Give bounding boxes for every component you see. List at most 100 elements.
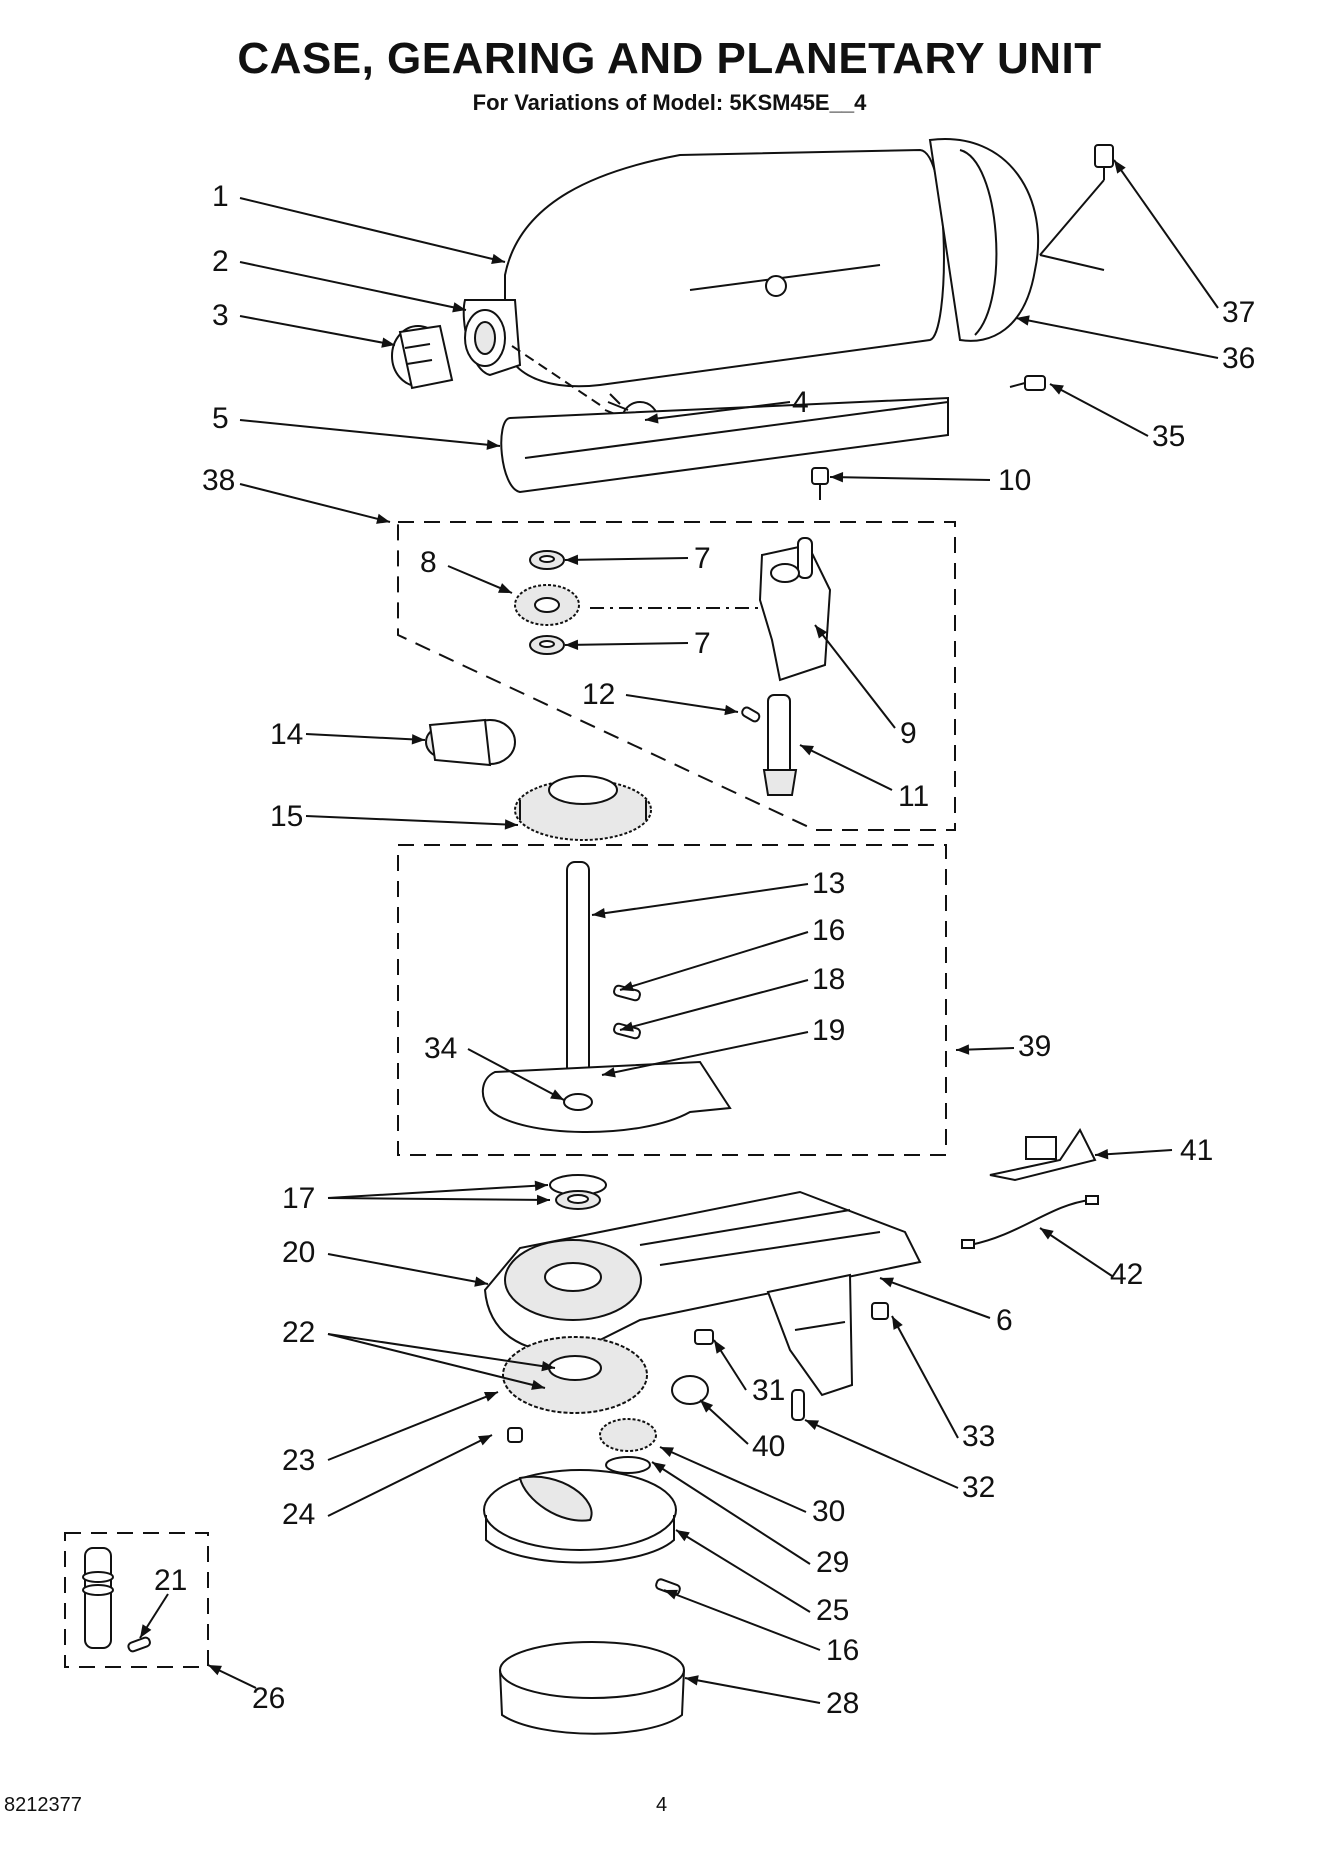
leader-line bbox=[684, 1677, 821, 1704]
leader-arrowhead bbox=[685, 1675, 699, 1686]
gear-case bbox=[483, 1190, 922, 1353]
leader-line bbox=[879, 1277, 991, 1319]
leader-lines bbox=[139, 159, 1219, 1704]
o-rings bbox=[549, 1174, 607, 1210]
callout-10: 10 bbox=[998, 464, 1031, 497]
callout-21: 21 bbox=[154, 1564, 187, 1597]
leader-line bbox=[619, 979, 809, 1031]
gasket bbox=[481, 1060, 732, 1134]
worm-gear bbox=[514, 584, 580, 626]
callout-31: 31 bbox=[752, 1374, 785, 1407]
callout-16-upper: 16 bbox=[812, 914, 845, 947]
callout-11: 11 bbox=[898, 780, 929, 813]
leader-arrowhead bbox=[534, 1180, 548, 1191]
leader-line bbox=[625, 694, 739, 713]
leader-arrowhead bbox=[602, 1067, 616, 1078]
leader-arrowhead bbox=[880, 1277, 894, 1288]
bevel-gear bbox=[514, 775, 652, 841]
leader-line bbox=[467, 1048, 565, 1101]
leader-arrowhead bbox=[1040, 1228, 1054, 1240]
callout-20: 20 bbox=[282, 1236, 315, 1269]
callout-4: 4 bbox=[792, 386, 809, 419]
callout-23: 23 bbox=[282, 1444, 315, 1477]
wire-harness bbox=[961, 1195, 1099, 1249]
callout-28: 28 bbox=[826, 1687, 859, 1720]
thrust-washer bbox=[529, 550, 565, 655]
leader-arrowhead bbox=[411, 734, 425, 745]
leader-arrowhead bbox=[700, 1400, 714, 1413]
worm-gear-shaft bbox=[762, 694, 798, 796]
shaft-pins bbox=[613, 984, 641, 1040]
leader-line bbox=[651, 1461, 811, 1565]
leader-line bbox=[675, 1529, 811, 1613]
leader-arrowhead bbox=[531, 1379, 545, 1390]
leader-arrowhead bbox=[498, 583, 512, 593]
callout-25: 25 bbox=[816, 1594, 849, 1627]
callout-36: 36 bbox=[1222, 342, 1255, 375]
leader-arrowhead bbox=[486, 439, 500, 450]
callout-34: 34 bbox=[424, 1032, 457, 1065]
ring-gear bbox=[502, 1336, 648, 1414]
motor-housing-case bbox=[462, 138, 1040, 388]
drive-pin bbox=[791, 1389, 805, 1421]
speed-control bbox=[989, 1128, 1097, 1182]
callout-8: 8 bbox=[420, 546, 437, 579]
beater-shaft bbox=[82, 1547, 151, 1653]
leader-line bbox=[829, 476, 991, 481]
leader-line bbox=[239, 419, 501, 447]
callout-30: 30 bbox=[812, 1495, 845, 1528]
leader-arrowhead bbox=[376, 513, 390, 524]
leader-arrowhead bbox=[592, 908, 606, 919]
leader-arrowhead bbox=[208, 1665, 222, 1676]
hub-cap bbox=[391, 324, 454, 390]
leader-arrowhead bbox=[550, 1089, 564, 1100]
planetary-gear bbox=[599, 1418, 657, 1474]
leader-line bbox=[305, 733, 426, 741]
leader-arrowhead bbox=[1016, 315, 1030, 326]
leader-line bbox=[327, 1197, 551, 1201]
callout-24: 24 bbox=[282, 1498, 315, 1531]
leader-arrowhead bbox=[956, 1044, 970, 1055]
leader-line bbox=[327, 1333, 556, 1369]
leader-arrowhead bbox=[660, 1447, 674, 1458]
leader-arrowhead bbox=[664, 1589, 678, 1600]
document-number: 8212377 bbox=[4, 1794, 82, 1816]
bracket-screw bbox=[811, 467, 829, 500]
callout-41: 41 bbox=[1180, 1134, 1213, 1167]
callout-35: 35 bbox=[1152, 420, 1185, 453]
callout-2: 2 bbox=[212, 245, 229, 278]
callout-19: 19 bbox=[812, 1014, 845, 1047]
end-cap-screw bbox=[1094, 144, 1114, 180]
leader-arrowhead bbox=[140, 1624, 152, 1638]
leader-line bbox=[239, 315, 396, 346]
leader-line bbox=[891, 1315, 959, 1439]
leader-line bbox=[1039, 1227, 1113, 1277]
planetary-shaft bbox=[566, 861, 590, 1078]
leader-line bbox=[327, 1333, 546, 1389]
leader-arrowhead bbox=[504, 819, 518, 830]
leader-line bbox=[327, 1434, 493, 1517]
leader-line bbox=[814, 624, 896, 729]
leader-line bbox=[564, 557, 689, 561]
leader-arrowhead bbox=[800, 745, 814, 756]
trim-band bbox=[500, 396, 949, 494]
leader-arrowhead bbox=[652, 1462, 666, 1474]
callout-18: 18 bbox=[812, 963, 845, 996]
leader-line bbox=[239, 261, 467, 311]
diagram-title: CASE, GEARING AND PLANETARY UNIT bbox=[237, 34, 1102, 83]
leader-arrowhead bbox=[565, 554, 579, 565]
gear-case-assembly-outline bbox=[397, 521, 956, 831]
planetary-unit bbox=[483, 1469, 677, 1564]
callout-9: 9 bbox=[900, 717, 917, 750]
gear-case-screws bbox=[507, 1302, 889, 1443]
retaining-ring bbox=[671, 1375, 709, 1405]
leader-arrowhead bbox=[892, 1316, 903, 1330]
leader-line bbox=[591, 883, 809, 916]
leader-arrowhead bbox=[620, 981, 634, 992]
leader-line bbox=[619, 931, 809, 991]
leader-line bbox=[1039, 179, 1105, 256]
leader-line bbox=[239, 483, 391, 523]
drive-gear bbox=[766, 1273, 854, 1397]
callout-40: 40 bbox=[752, 1430, 785, 1463]
